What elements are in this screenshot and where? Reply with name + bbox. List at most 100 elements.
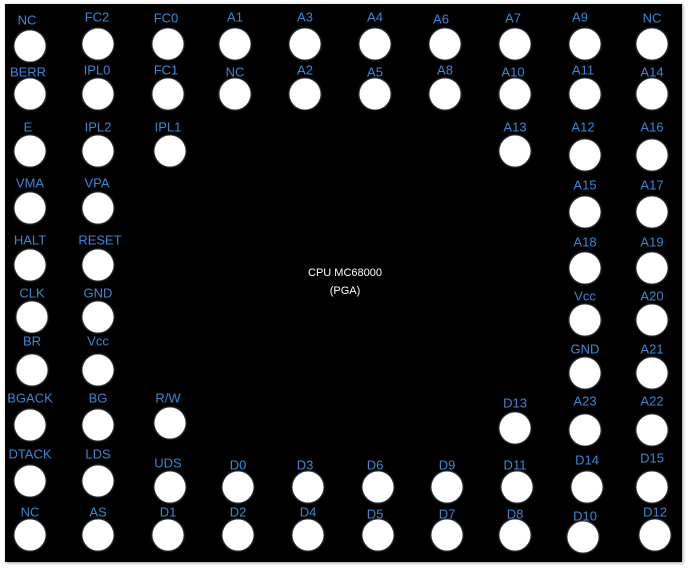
pin-label: VPA <box>84 175 110 191</box>
pin-pad <box>82 192 114 224</box>
pin-label: IPL0 <box>83 62 111 78</box>
pin-label: A16 <box>640 119 664 135</box>
pin-label: HALT <box>13 232 47 248</box>
pin-label: A23 <box>573 393 597 409</box>
pin-pad <box>569 357 601 389</box>
pin-label: A2 <box>297 62 313 78</box>
pin-pad <box>152 78 184 110</box>
pin-pad <box>14 78 46 110</box>
pin-label: IPL2 <box>84 119 112 135</box>
pin-label: A7 <box>505 10 521 26</box>
pin-label: A15 <box>573 177 597 193</box>
pin-label: D7 <box>438 506 456 522</box>
pin-pad <box>567 521 599 553</box>
pin-label: A4 <box>367 9 383 25</box>
pin-label: NC <box>17 12 37 28</box>
chip-package: (PGA) <box>329 285 361 297</box>
pin-pad <box>14 519 46 551</box>
pin-label: D5 <box>366 506 384 522</box>
pin-pad <box>152 519 184 551</box>
pin-pad <box>499 412 531 444</box>
pin-pad <box>429 28 461 60</box>
pin-label: D9 <box>438 457 456 473</box>
pin-label: FC1 <box>153 62 179 78</box>
pin-pad <box>636 252 668 284</box>
pin-label: AS <box>89 504 107 520</box>
pin-label: D13 <box>503 395 527 411</box>
pin-pad <box>362 519 394 551</box>
pin-pad <box>639 519 671 551</box>
pin-label: A3 <box>297 9 313 25</box>
pin-pad <box>14 465 46 497</box>
pin-label: DTACK <box>8 446 52 462</box>
pin-label: FC0 <box>153 10 179 26</box>
pin-label: D0 <box>229 457 247 473</box>
pin-label: D15 <box>640 450 664 466</box>
pin-pad <box>14 30 46 62</box>
pin-pad <box>82 301 114 333</box>
pin-label: E <box>23 119 33 135</box>
pin-pad <box>569 304 601 336</box>
pin-label: D2 <box>229 504 247 520</box>
pin-pad <box>14 135 46 167</box>
pin-label: D10 <box>573 508 597 524</box>
pin-label: BR <box>22 333 42 349</box>
pin-pad <box>82 28 114 60</box>
pin-pad <box>499 519 531 551</box>
pin-label: D11 <box>503 457 527 473</box>
pin-pad <box>82 135 114 167</box>
pin-pad <box>154 407 186 439</box>
pin-pad <box>82 78 114 110</box>
pin-label: BG <box>88 390 108 406</box>
pin-pad <box>636 414 668 446</box>
pin-pad <box>636 139 668 171</box>
pin-pad <box>82 409 114 441</box>
pin-label: A19 <box>640 234 664 250</box>
pin-label: UDS <box>154 455 182 471</box>
pin-pad <box>222 519 254 551</box>
pin-label: Vcc <box>87 333 109 349</box>
pin-label: A11 <box>571 62 595 78</box>
pin-label: D3 <box>296 457 314 473</box>
pin-pad <box>431 519 463 551</box>
pin-pad <box>82 354 114 386</box>
pin-label: A20 <box>640 288 664 304</box>
pin-pad <box>499 135 531 167</box>
pin-pad <box>499 28 531 60</box>
pin-label: A6 <box>433 11 449 27</box>
pin-label: GND <box>570 341 600 357</box>
pin-pad <box>292 471 324 503</box>
pin-label: A17 <box>640 177 664 193</box>
pin-pad <box>292 519 324 551</box>
pin-pad <box>219 78 251 110</box>
pin-label: IPL1 <box>154 119 182 135</box>
pin-pad <box>222 471 254 503</box>
pin-label: BGACK <box>7 390 53 406</box>
pin-label: A1 <box>227 9 243 25</box>
pin-label: D1 <box>159 504 177 520</box>
pin-pad <box>636 196 668 228</box>
pin-label: A22 <box>640 393 664 409</box>
pin-pad <box>429 78 461 110</box>
pin-pad <box>359 28 391 60</box>
pin-pad <box>569 196 601 228</box>
pin-pad <box>501 471 533 503</box>
pin-label: A8 <box>437 62 453 78</box>
pin-pad <box>16 354 48 386</box>
pin-pad <box>569 139 601 171</box>
pin-pad <box>14 409 46 441</box>
pin-pad <box>359 78 391 110</box>
pin-label: NC <box>20 504 40 520</box>
pin-pad <box>14 192 46 224</box>
pin-pad <box>152 28 184 60</box>
pin-pad <box>636 357 668 389</box>
pin-pad <box>636 304 668 336</box>
pin-pad <box>499 78 531 110</box>
pin-pad <box>219 28 251 60</box>
pin-pad <box>571 471 603 503</box>
pin-pad <box>14 249 46 281</box>
pin-label: A13 <box>503 119 527 135</box>
pin-label: D12 <box>643 504 667 520</box>
pin-pad <box>636 28 668 60</box>
pin-label: VMA <box>15 175 45 191</box>
